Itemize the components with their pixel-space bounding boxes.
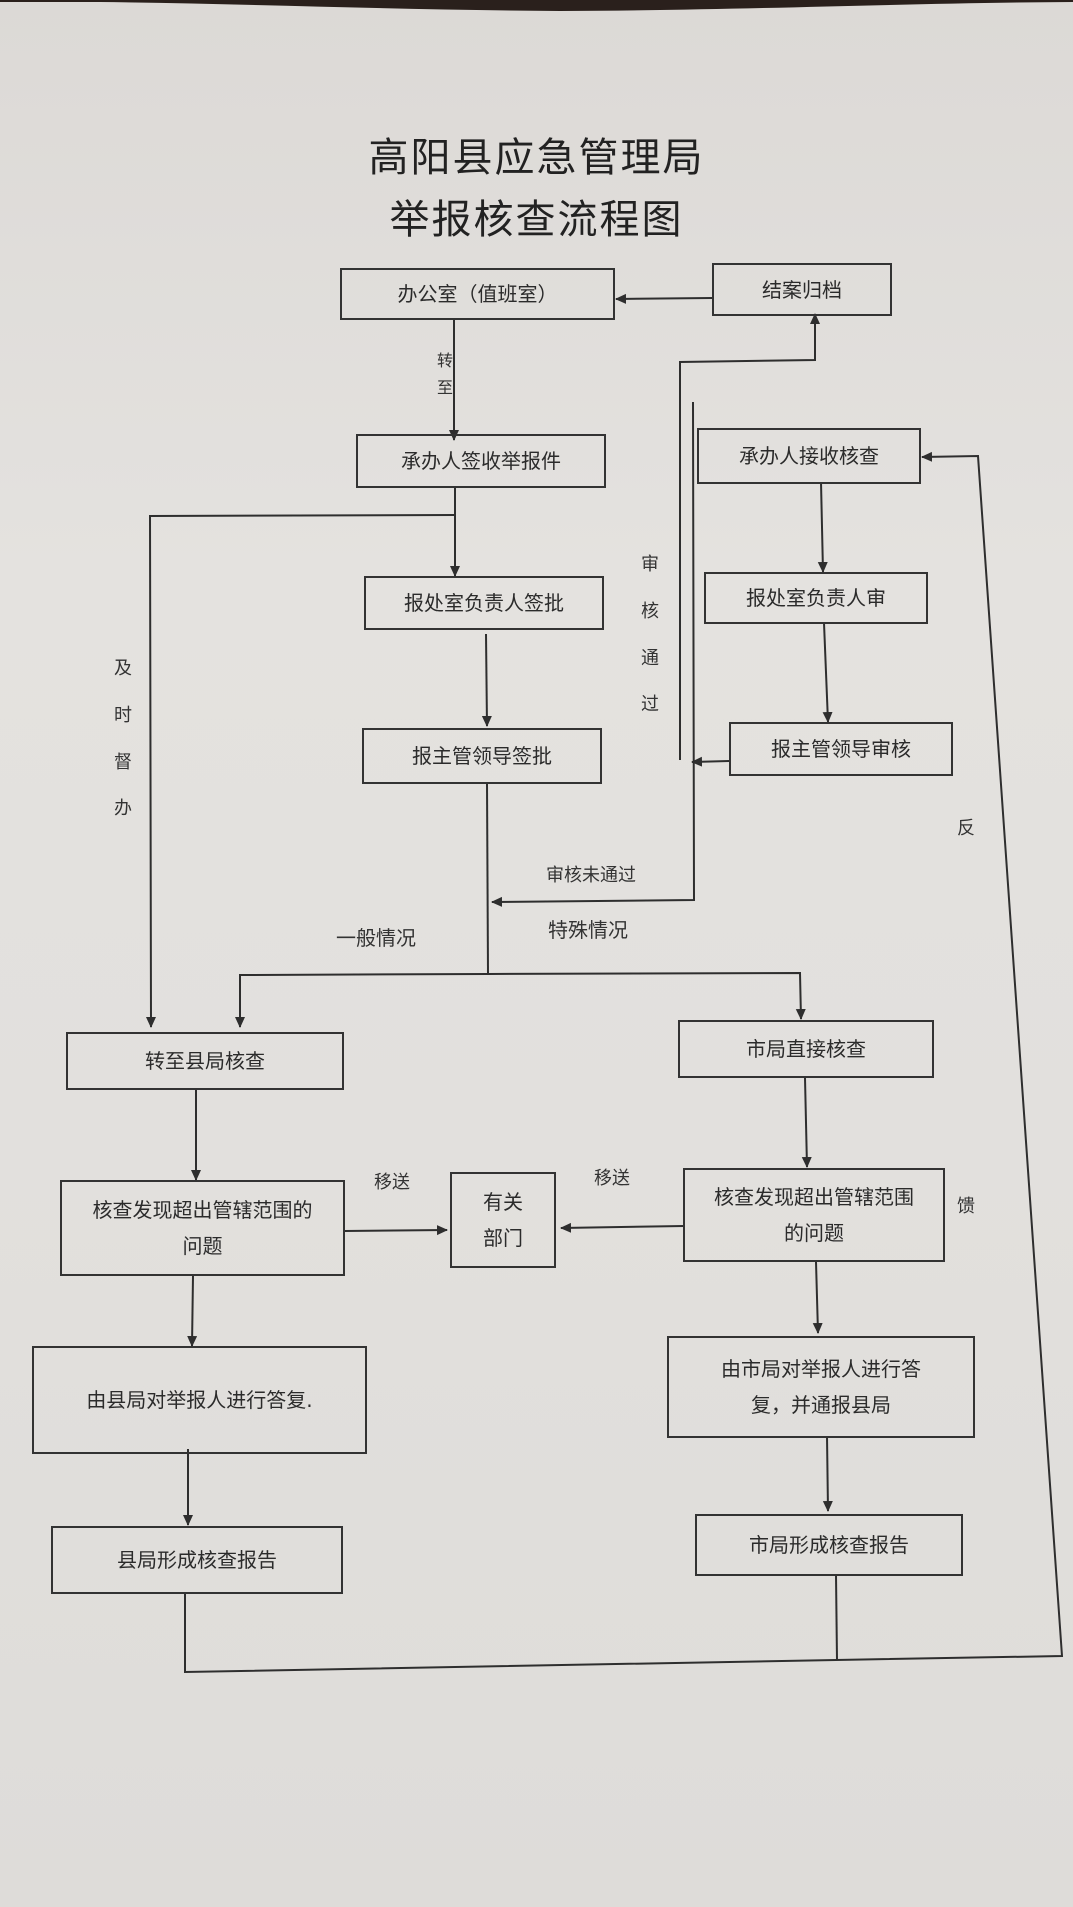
arrow-review-failed [491, 401, 696, 907]
node-county-report: 县局形成核查报告 [51, 1526, 343, 1594]
node-city-check: 市局直接核查 [678, 1020, 934, 1078]
arrow-timely-supervise [145, 514, 456, 1028]
title-line-2: 举报核查流程图 [389, 197, 684, 243]
node-city-out-of-scope: 核查发现超出管辖范围的问题 [683, 1168, 945, 1262]
arrow-city-transfer [560, 1222, 685, 1233]
line-city-report-down [835, 1574, 838, 1661]
label-general-case: 一般情况 [336, 926, 416, 950]
label-review-failed: 审核未通过 [546, 865, 636, 886]
paper-top-shadow [0, 0, 1073, 11]
arrow-review-passed [679, 313, 820, 760]
arrow-dept-to-leader [481, 633, 492, 727]
node-county-out-of-scope: 核查发现超出管辖范围的问题 [60, 1180, 345, 1276]
node-receive-check: 承办人接收核查 [697, 428, 921, 484]
arrow-review-to-leader [822, 622, 833, 723]
label-special-case: 特殊情况 [548, 918, 628, 942]
label-feedback: 反馈 [957, 818, 975, 1217]
arrow-leader-review-left [691, 756, 730, 767]
node-county-reply: 由县局对举报人进行答复. [32, 1346, 367, 1454]
node-sign-receipt: 承办人签收举报件 [356, 434, 606, 488]
node-relevant-dept: 有关部门 [450, 1172, 556, 1268]
arrow-archive-to-office [615, 293, 713, 304]
node-office: 办公室（值班室） [340, 268, 615, 320]
arrow-county-transfer [344, 1225, 448, 1236]
label-review-passed: 审核通过 [641, 554, 659, 716]
node-leader-sign: 报主管领导签批 [362, 728, 602, 784]
node-county-check: 转至县局核查 [66, 1032, 344, 1090]
arrow-city-to-scope [801, 1077, 812, 1168]
arrow-general-case [235, 973, 489, 1028]
node-city-reply: 由市局对举报人进行答复，并通报县局 [667, 1336, 975, 1438]
node-city-report: 市局形成核查报告 [695, 1514, 963, 1576]
arrow-feedback [835, 451, 1064, 1661]
node-archive: 结案归档 [712, 263, 892, 316]
node-leader-review: 报主管领导审核 [729, 722, 953, 776]
line-bottom-merge [184, 1593, 837, 1674]
title-line-1: 高阳县应急管理局 [368, 135, 705, 181]
label-timely-supervise: 及时督办 [114, 658, 132, 820]
node-dept-head-sign: 报处室负责人签批 [364, 576, 604, 630]
arrow-special-case [487, 971, 806, 1020]
arrow-county-scope-to-reply [187, 1275, 198, 1347]
label-transfer-right: 移送 [594, 1168, 630, 1189]
line-leader-to-split [486, 783, 489, 975]
arrow-city-scope-to-reply [812, 1261, 823, 1334]
node-dept-head-review: 报处室负责人审 [704, 572, 928, 624]
label-forward-to: 转至 [436, 351, 453, 398]
label-transfer-left: 移送 [374, 1172, 410, 1193]
arrow-receive-to-review [817, 481, 828, 573]
arrow-city-reply-to-report [822, 1435, 833, 1512]
